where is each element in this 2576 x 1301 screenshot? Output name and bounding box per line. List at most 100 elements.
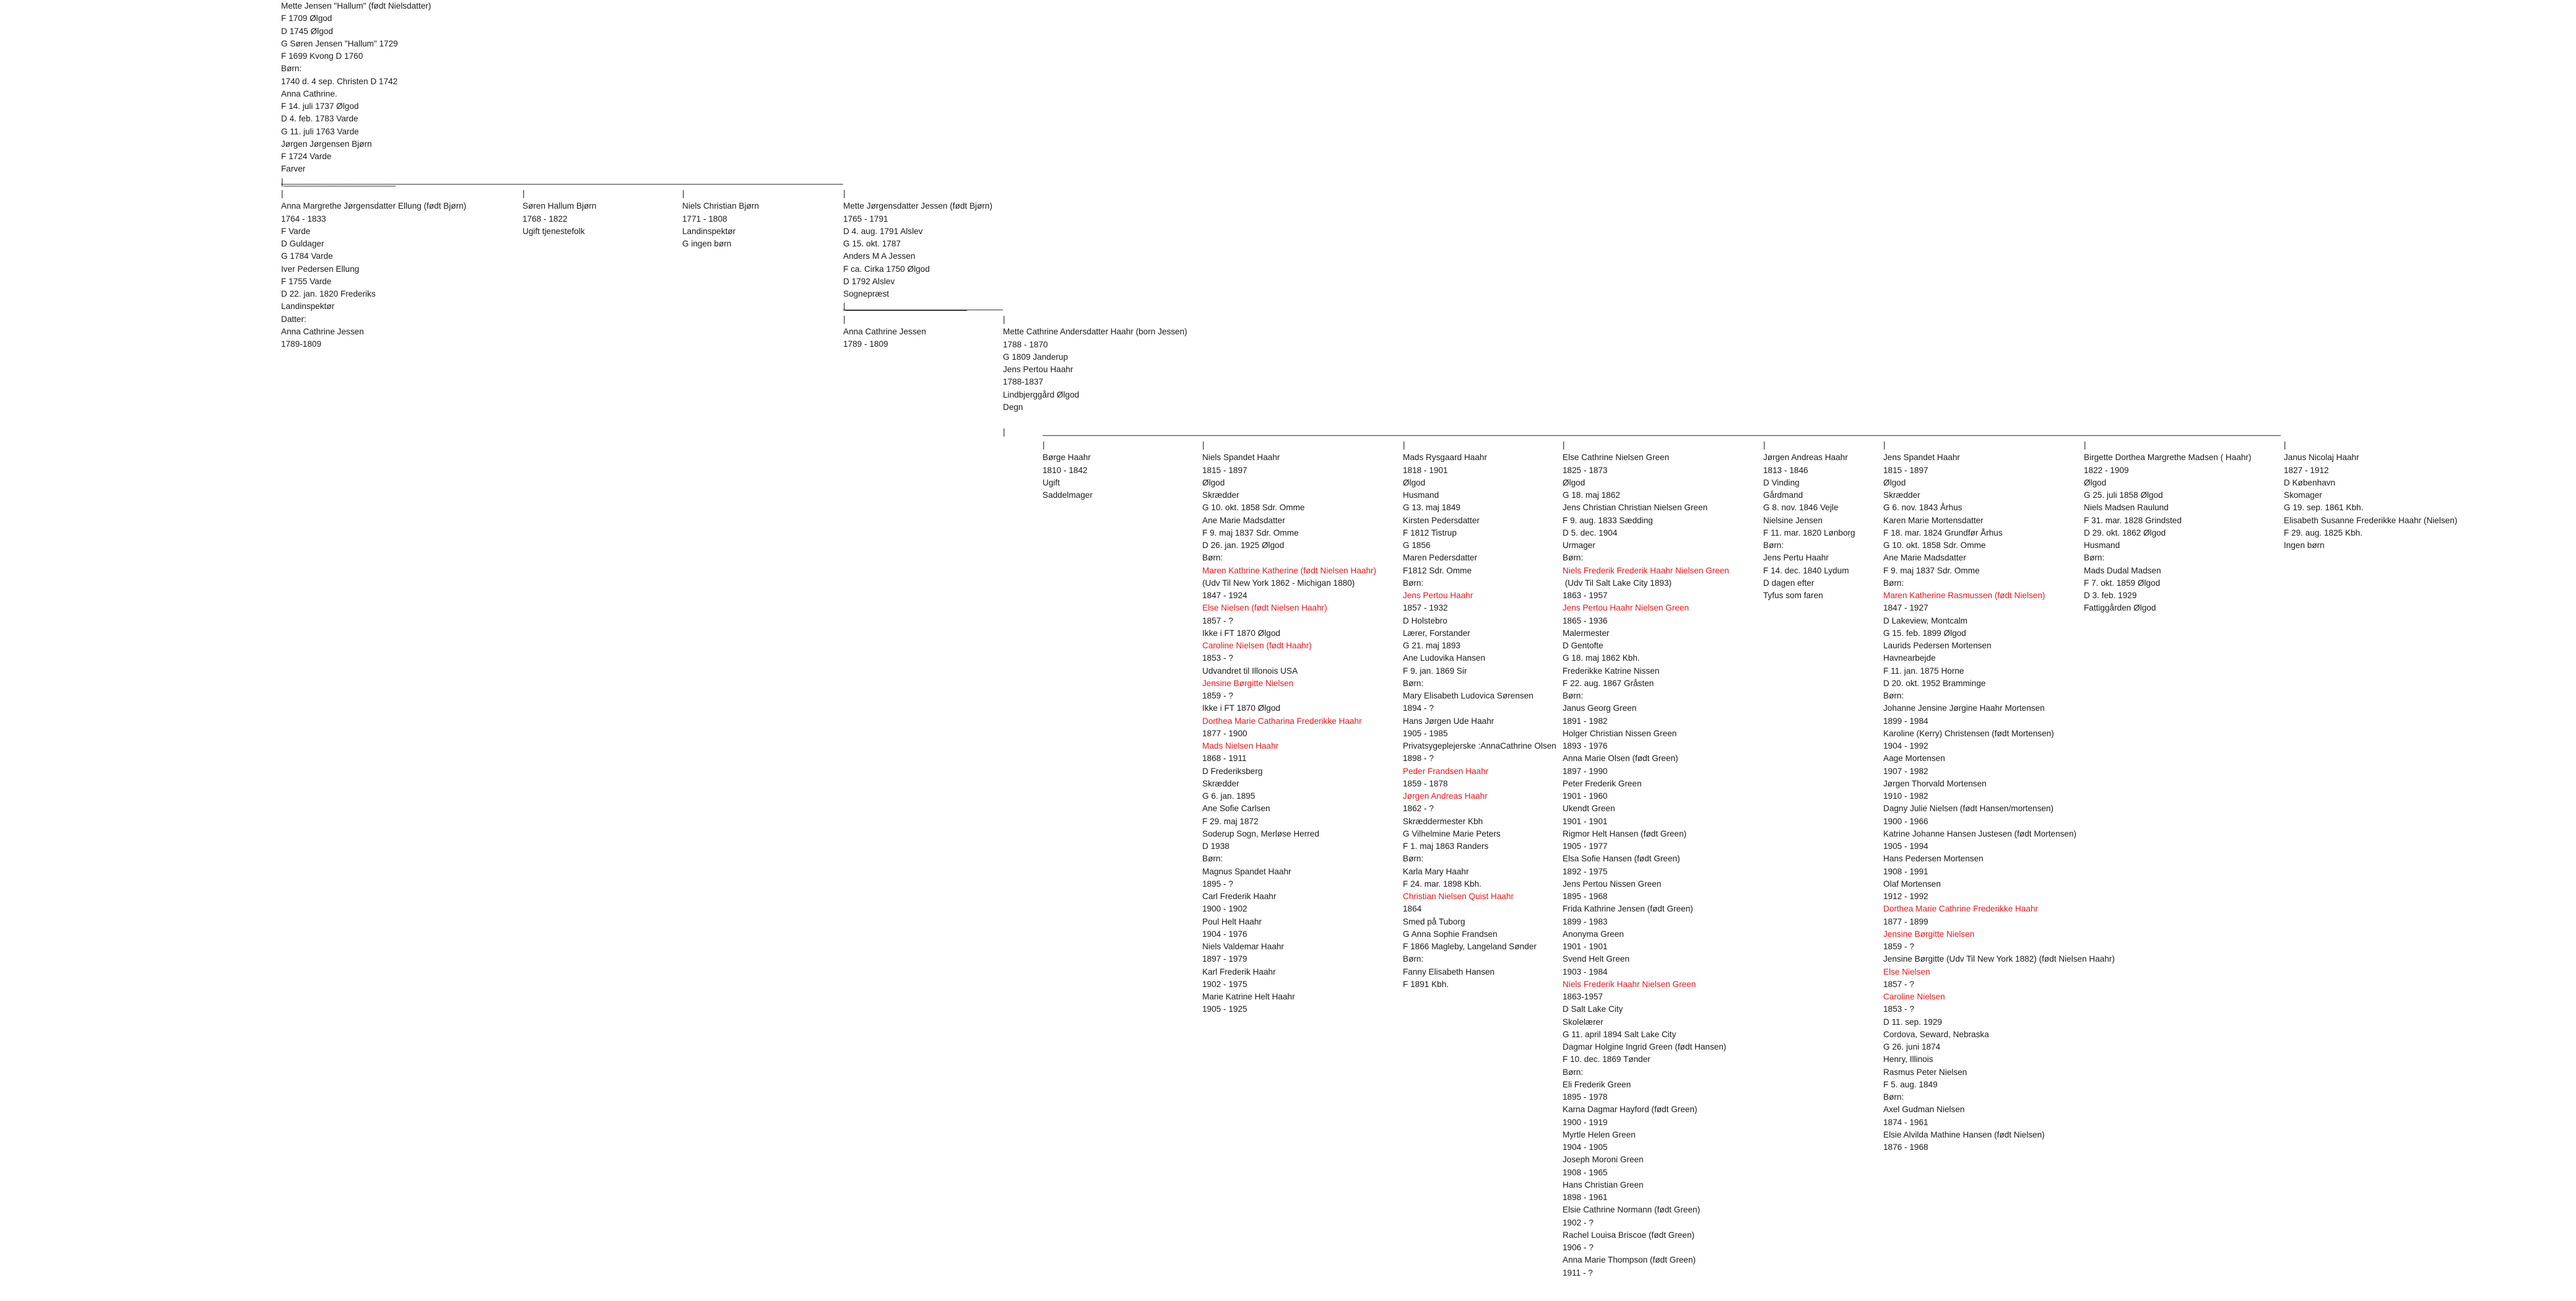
entry-line: Jens Spandet Haahr	[1883, 453, 1960, 463]
entry-line: Mads Rysgaard Haahr	[1403, 453, 1487, 463]
entry-line: D 20. okt. 1952 Bramminge	[1883, 678, 1986, 688]
entry-line: G Anna Sophie Frandsen	[1403, 929, 1498, 939]
entry-line: F 9. jan. 1869 Sir	[1403, 666, 1467, 676]
entry-line: Børn:	[1883, 578, 1904, 588]
entry-line: 1905 - 1925	[1202, 1004, 1247, 1014]
entry-line: 1898 - 1961	[1563, 1193, 1608, 1202]
person-name-highlighted: Niels Frederik Frederik Haahr Nielsen Gr…	[1563, 565, 1729, 575]
entry-line: (Udv Til New York 1862 - Michigan 1880)	[1202, 578, 1355, 588]
entry-line: F 1866 Magleby, Langeland Sønder	[1403, 942, 1537, 951]
entry-line: 1863-1957	[1563, 992, 1603, 1001]
entry-line: Holger Christian Nissen Green	[1563, 728, 1677, 738]
entry-line: Hans Christian Green	[1563, 1180, 1644, 1190]
entry-line: Fanny Elisabeth Hansen	[1403, 967, 1495, 977]
entry-line: Ølgod	[1202, 477, 1225, 487]
entry-line: Degn	[1003, 402, 1023, 412]
entry-line: Elsie Alvilda Mathine Hansen (født Niels…	[1883, 1129, 2045, 1139]
entry-line: F 24. mar. 1898 Kbh.	[1403, 879, 1481, 889]
entry-line: F 29. maj 1872	[1202, 816, 1259, 826]
entry-line: |	[1202, 440, 1205, 450]
entry-line: Mads Dudal Madsen	[2084, 565, 2161, 575]
entry-line: G 25. juli 1858 Ølgod	[2084, 490, 2163, 500]
entry-line: Niels Christian Bjørn	[682, 201, 759, 211]
entry-line: Ukendt Green	[1563, 804, 1615, 814]
entry-line: Jens Pertou Haahr	[1003, 365, 1073, 374]
entry-line: Frida Kathrine Jensen (født Green)	[1563, 904, 1693, 914]
entry-line: 1912 - 1992	[1883, 892, 1928, 901]
entry-line: D dagen efter	[1763, 578, 1815, 588]
entry-line: 1789-1809	[281, 339, 322, 349]
entry-line: Ane Marie Madsdatter	[1202, 515, 1285, 525]
person-mette-joergensdatter: |Mette Jørgensdatter Jessen (født Bjørn)…	[843, 188, 992, 350]
entry-line: D Holstebro	[1403, 616, 1447, 625]
person-name-highlighted: Else Nielsen	[1883, 967, 1930, 977]
entry-line: Kirsten Pedersdatter	[1403, 515, 1480, 525]
entry-line: Niels Madsen Raulund	[2084, 503, 2169, 513]
entry-line: Frederikke Katrine Nissen	[1563, 666, 1660, 676]
entry-line: |	[843, 189, 846, 198]
entry-line: D 1792 Alslev	[843, 276, 895, 286]
entry-line: Udvandret til Illonois USA	[1202, 666, 1298, 676]
person-name-highlighted: Christian Nielsen Quist Haahr	[1403, 892, 1514, 901]
entry-line: 1895 - 1978	[1563, 1092, 1608, 1102]
person-birgette-dorthea: |Birgette Dorthea Margrethe Madsen ( Haa…	[2084, 439, 2252, 615]
entry-line: |	[1763, 440, 1766, 450]
entry-line: 1905 - 1985	[1403, 728, 1448, 738]
entry-line: D 22. jan. 1820 Frederiks	[281, 289, 376, 298]
entry-line: 1894 - ?	[1403, 703, 1434, 713]
entry-line: 1815 - 1897	[1202, 465, 1247, 475]
entry-line: 1859 - ?	[1202, 691, 1233, 700]
entry-line: G 10. okt. 1858 Sdr. Omme	[1883, 541, 1986, 550]
entry-line: 1827 - 1912	[2284, 465, 2329, 475]
entry-line: Skolelærer	[1563, 1017, 1603, 1027]
entry-line: G ingen børn	[682, 239, 732, 248]
entry-line: 1899 - 1984	[1883, 716, 1928, 726]
entry-line: Søren Hallum Bjørn	[523, 201, 597, 211]
person-anna-margrethe: |Anna Margrethe Jørgensdatter Ellung (fø…	[281, 188, 466, 350]
entry-line: Privatsygeplejerske :AnnaCathrine Olsen	[1403, 741, 1556, 751]
entry-line: 1900 - 1902	[1202, 904, 1247, 914]
entry-line: 1897 - 1979	[1202, 954, 1247, 964]
entry-line: 1764 - 1833	[281, 214, 326, 224]
person-name-highlighted: Jens Pertou Haahr	[1403, 591, 1473, 600]
person-name-highlighted: Jens Pertou Haahr Nielsen Green	[1563, 603, 1689, 613]
entry-line: Mette Jensen "Hallum" (født Nielsdatter)	[281, 1, 432, 11]
entry-line: Karna Dagmar Hayford (født Green)	[1563, 1105, 1698, 1115]
entry-line: Ugift tjenestefolk	[523, 226, 585, 236]
entry-line: 1891 - 1982	[1563, 716, 1608, 726]
entry-line: Ikke i FT 1870 Ølgod	[1202, 628, 1280, 638]
entry-line: Børn:	[1563, 691, 1584, 700]
entry-line: G 1856	[1403, 541, 1431, 550]
entry-line: F 1812 Tistrup	[1403, 528, 1457, 537]
entry-line: 1868 - 1911	[1202, 754, 1247, 764]
entry-line: 1898 - ?	[1403, 754, 1434, 764]
entry-line: Skomager	[2284, 490, 2322, 500]
entry-line: |	[1003, 427, 1005, 437]
entry-line: D 3. feb. 1929	[2084, 591, 2137, 600]
entry-line: Katrine Johanne Hansen Justesen (født Mo…	[1883, 829, 2077, 838]
entry-line: Rachel Louisa Briscoe (født Green)	[1563, 1230, 1695, 1240]
entry-line: D 1745 Ølgod	[281, 26, 333, 36]
person-name-highlighted: Jørgen Andreas Haahr	[1403, 791, 1488, 801]
entry-line: F 29. aug. 1825 Kbh.	[2284, 528, 2362, 537]
entry-line: D 4. aug. 1791 Alslev	[843, 226, 923, 236]
entry-line: Dagny Julie Nielsen (født Hansen/mortens…	[1883, 804, 2054, 814]
entry-line: 1893 - 1976	[1563, 741, 1608, 751]
entry-line: Else Cathrine Nielsen Green	[1563, 453, 1670, 463]
entry-line: G Vilhelmine Marie Peters	[1403, 829, 1501, 838]
entry-line: |	[1563, 440, 1565, 450]
person-name-highlighted: Dorthea Marie Catharina Frederikke Haahr	[1202, 716, 1362, 726]
entry-line: Børn:	[1763, 541, 1784, 550]
entry-line: 1903 - 1984	[1563, 967, 1608, 977]
entry-line: D København	[2284, 477, 2336, 487]
entry-line: Cordova, Seward, Nebraska	[1883, 1029, 1989, 1039]
entry-line: 1910 - 1982	[1883, 791, 1928, 801]
entry-line: F 31. mar. 1828 Grindsted	[2084, 515, 2182, 525]
entry-line: 1788 - 1870	[1003, 339, 1048, 349]
entry-line: F 1724 Varde	[281, 152, 332, 161]
entry-line: 1904 - 1976	[1202, 929, 1247, 939]
entry-line: 1825 - 1873	[1563, 465, 1608, 475]
